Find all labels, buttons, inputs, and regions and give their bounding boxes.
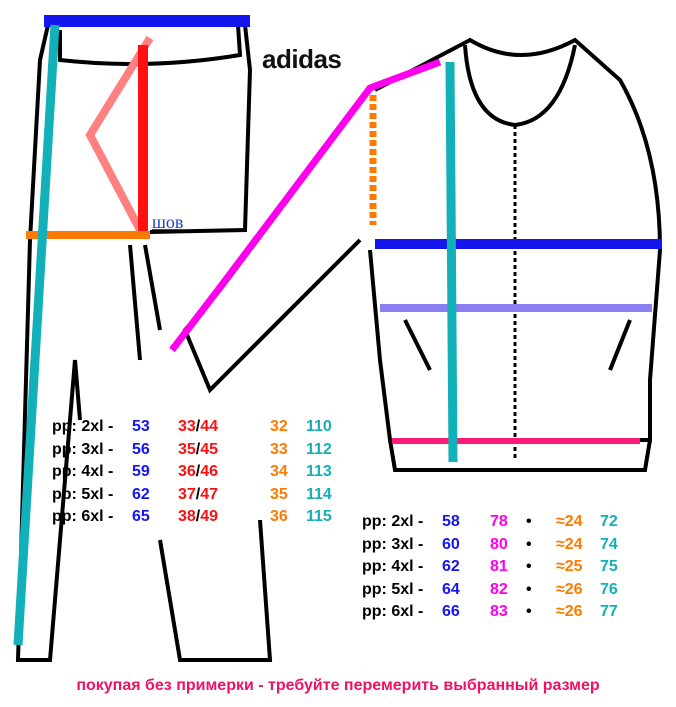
- separator: /: [195, 463, 201, 480]
- front-rise: 36: [178, 463, 196, 480]
- length-value: 77: [600, 603, 618, 620]
- bullet: •: [526, 513, 532, 530]
- footer-note: покупая без примерки - требуйте перемери…: [76, 677, 600, 694]
- back-rise: 45: [200, 440, 219, 458]
- sleeve-value: 78: [490, 513, 508, 530]
- separator: /: [195, 418, 201, 435]
- table-row: pp: 4xl - 62 81 • ≈25 75: [362, 556, 618, 579]
- rise-value: 33/44: [178, 416, 270, 439]
- size-label: pp: 4xl -: [362, 558, 424, 575]
- front-rise: 35: [178, 440, 196, 458]
- chest-value: 66: [442, 603, 460, 620]
- size-label: pp: 2xl -: [362, 513, 424, 530]
- size-label: pp: 3xl -: [362, 535, 424, 553]
- chest-value: 60: [442, 535, 460, 553]
- back-rise: 46: [200, 463, 219, 480]
- length-value: 112: [306, 440, 332, 458]
- thigh-value: 33: [270, 440, 288, 458]
- waist-value: 65: [132, 508, 150, 525]
- length-value: 113: [306, 463, 332, 480]
- thigh-value: 36: [270, 508, 288, 525]
- rise-value: 37/47: [178, 484, 270, 507]
- brand-logo: adidas: [262, 44, 342, 74]
- table-row: pp: 5xl - 64 82 • ≈26 76: [362, 579, 618, 602]
- seam-label: шов: [152, 212, 184, 232]
- length-value: 110: [306, 418, 332, 435]
- chest-value: 62: [442, 558, 460, 575]
- pants-length-line: [13, 24, 60, 646]
- sleeve-value: 80: [490, 535, 508, 553]
- pants-drawing: [15, 24, 273, 662]
- waist-value: 53: [132, 418, 150, 435]
- back-rise: 44: [200, 418, 219, 435]
- rise-value: 38/49: [178, 506, 270, 529]
- jacket-length-line: [445, 61, 458, 463]
- bullet: •: [526, 535, 532, 553]
- table-row: pp: 3xl - 60 80 • ≈24 74: [362, 534, 618, 557]
- shoulder-value: ≈25: [556, 558, 583, 575]
- thigh-value: 35: [270, 485, 288, 503]
- back-rise: 47: [200, 485, 219, 503]
- length-value: 75: [600, 558, 618, 575]
- separator: /: [195, 485, 201, 503]
- chest-value: 64: [442, 580, 460, 598]
- thigh-value: 34: [270, 463, 288, 480]
- size-label: pp: 5xl -: [362, 580, 424, 598]
- separator: /: [195, 508, 201, 525]
- sleeve-value: 83: [490, 603, 508, 620]
- length-value: 72: [600, 513, 618, 530]
- waist-value: 56: [132, 440, 150, 458]
- separator: /: [195, 440, 201, 458]
- rise-value: 36/46: [178, 461, 270, 484]
- bullet: •: [526, 558, 532, 575]
- shoulder-value: ≈26: [556, 580, 583, 598]
- shoulder-value: ≈24: [556, 535, 583, 553]
- hip-line: [85, 35, 154, 232]
- size-label: pp: 6xl -: [52, 508, 114, 525]
- shoulder-value: ≈26: [556, 603, 583, 620]
- sleeve-value: 81: [490, 558, 508, 575]
- waist-value: 59: [132, 463, 150, 480]
- sleeve-line: [169, 58, 442, 353]
- sleeve-value: 82: [490, 580, 508, 598]
- length-value: 74: [600, 535, 618, 553]
- size-label: pp: 5xl -: [52, 485, 114, 503]
- front-rise: 37: [178, 485, 196, 503]
- shoulder-value: ≈24: [556, 513, 583, 530]
- length-value: 115: [306, 508, 332, 525]
- front-rise: 38: [178, 508, 196, 525]
- length-value: 114: [306, 485, 332, 503]
- size-label: pp: 2xl -: [52, 418, 114, 435]
- jacket-drawing: [182, 37, 663, 472]
- size-label: pp: 3xl -: [52, 440, 114, 458]
- bullet: •: [526, 603, 532, 620]
- length-value: 76: [600, 580, 618, 598]
- waist-value: 62: [132, 485, 150, 503]
- rise-value: 35/45: [178, 439, 270, 462]
- size-label: pp: 6xl -: [362, 603, 424, 620]
- thigh-value: 32: [270, 418, 288, 435]
- chest-value: 58: [442, 513, 460, 530]
- table-row: pp: 2xl - 58 78 • ≈24 72: [362, 511, 618, 534]
- front-rise: 33: [178, 418, 196, 435]
- size-label: pp: 4xl -: [52, 463, 114, 480]
- back-rise: 49: [200, 508, 219, 525]
- bullet: •: [526, 580, 532, 598]
- table-row: pp: 6xl - 66 83 • ≈26 77: [362, 601, 618, 624]
